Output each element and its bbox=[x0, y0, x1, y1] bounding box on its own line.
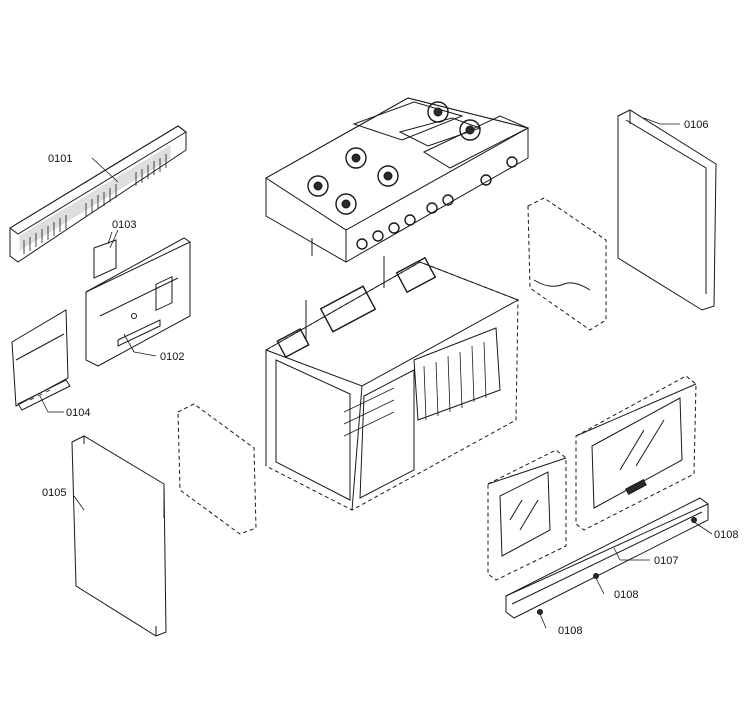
part-0103-small-plate bbox=[93, 231, 117, 279]
callout-0106: 0106 bbox=[684, 119, 708, 131]
small-oven-door bbox=[487, 449, 567, 581]
right-side-insulation-panel bbox=[527, 197, 607, 331]
callout-0102: 0102 bbox=[160, 351, 184, 363]
callout-0108-lower: 0108 bbox=[558, 625, 582, 637]
callout-0103: 0103 bbox=[112, 219, 136, 231]
part-0106-right-side-panel bbox=[617, 109, 717, 311]
callout-0108-right: 0108 bbox=[714, 529, 738, 541]
callout-0107: 0107 bbox=[654, 555, 678, 567]
callout-0104: 0104 bbox=[66, 407, 90, 419]
part-0105-left-side-panel bbox=[71, 435, 167, 637]
callout-labels: 0101 0102 0103 0104 0105 0106 0107 0108 … bbox=[42, 119, 738, 637]
large-oven-door bbox=[575, 375, 697, 531]
convection-fans bbox=[276, 256, 437, 358]
control-knobs bbox=[356, 156, 518, 250]
leader-lines bbox=[39, 117, 713, 629]
part-0102-rear-panel bbox=[85, 237, 191, 367]
callout-0105: 0105 bbox=[42, 487, 66, 499]
part-0104-side-plate bbox=[11, 309, 71, 411]
part-0101-back-vent-trim bbox=[9, 125, 187, 263]
screw-0108-middle bbox=[593, 573, 599, 579]
part-0107-kick-panel bbox=[505, 497, 709, 619]
oven-body-assembly bbox=[264, 256, 520, 511]
screw-0108-lower bbox=[537, 609, 543, 615]
cooktop-assembly bbox=[265, 97, 530, 263]
callout-0108-middle: 0108 bbox=[614, 589, 638, 601]
oven-racks bbox=[343, 327, 501, 437]
left-side-insulation-panel bbox=[177, 403, 257, 535]
screw-0108-right bbox=[691, 517, 697, 523]
callout-0101: 0101 bbox=[48, 153, 72, 165]
burner-grates bbox=[307, 101, 481, 215]
